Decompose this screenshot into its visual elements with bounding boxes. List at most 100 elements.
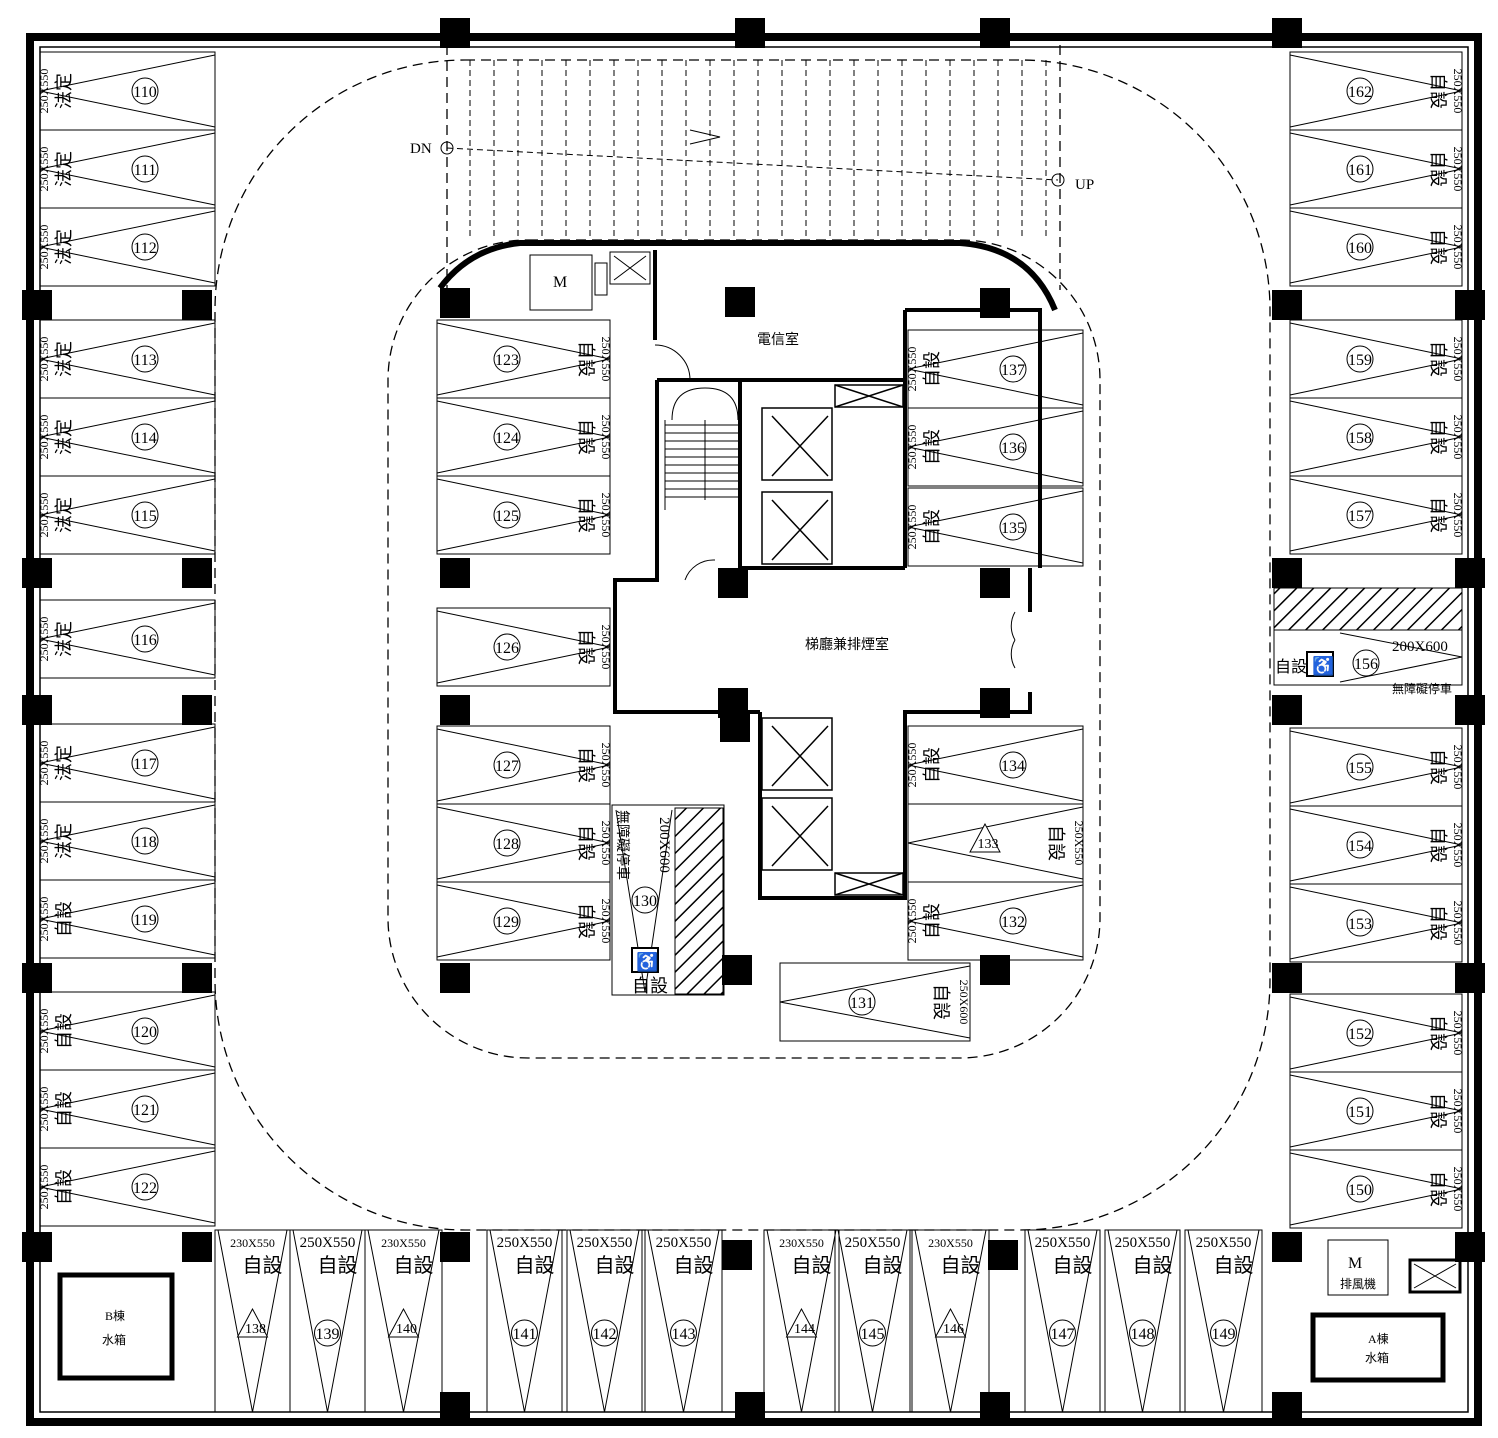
- space-arrow: [1289, 1152, 1463, 1226]
- space-type: 自設: [1428, 341, 1448, 377]
- column: [735, 1392, 765, 1422]
- space-number-circle: [1346, 1019, 1374, 1047]
- space-arrow: [39, 132, 216, 206]
- space-size: 250X550: [37, 617, 51, 662]
- space-number: 148: [1131, 1326, 1155, 1343]
- space-arrow: [1289, 996, 1463, 1070]
- ramp-centerline: [446, 147, 1059, 181]
- space-number-circle: [1352, 649, 1380, 677]
- space-arrow: [436, 806, 611, 880]
- space-type: 自設: [576, 341, 596, 377]
- water-tank-a: [1310, 1312, 1446, 1383]
- space-number-circle: [670, 1319, 697, 1347]
- space-number-circle: [131, 1017, 159, 1045]
- space-arrow: [907, 806, 1084, 880]
- column: [182, 695, 212, 725]
- space-type: 法定: [54, 621, 74, 657]
- elevator-x: [771, 499, 829, 561]
- space-type: 自設: [632, 976, 668, 996]
- space-type: 自設: [922, 509, 942, 545]
- space-type: 自設: [576, 825, 596, 861]
- space-number: 135: [1001, 520, 1025, 537]
- column: [440, 1232, 470, 1262]
- space-size: 250X550: [656, 1235, 712, 1251]
- space-number: 134: [1001, 758, 1025, 775]
- space-size: 250X550: [37, 337, 51, 382]
- telecom-room-label: 電信室: [757, 331, 799, 347]
- space-size: 230X550: [928, 1236, 973, 1250]
- space-number: 160: [1348, 240, 1372, 257]
- space-size: 250X550: [599, 625, 613, 670]
- exhaust-shaft: [1408, 1258, 1462, 1294]
- column: [1455, 290, 1485, 320]
- column: [182, 558, 212, 588]
- space-arrow: [1187, 1229, 1260, 1413]
- space-size: 250X550: [1196, 1235, 1252, 1251]
- space-type: 法定: [54, 823, 74, 859]
- space-number: 110: [133, 84, 156, 101]
- space-number-circle: [591, 1319, 618, 1347]
- space-arrow: [766, 1229, 837, 1413]
- space-arrow: [217, 1229, 288, 1413]
- space-number-circle: [493, 345, 521, 373]
- space-type: 自設: [792, 1254, 832, 1277]
- space-size: 250X550: [1451, 415, 1465, 460]
- column: [1272, 290, 1302, 320]
- space-size: 250X550: [905, 505, 919, 550]
- space-number: 131: [850, 995, 874, 1012]
- space-type: 自設: [1428, 419, 1448, 455]
- column: [22, 290, 52, 320]
- space-number: 133: [978, 837, 999, 852]
- space-number-circle: [493, 633, 521, 661]
- space-number-circle: [131, 1173, 159, 1201]
- wheelchair-glyph: ♿: [636, 951, 658, 972]
- space-arrow: [1289, 132, 1463, 206]
- space-number: 155: [1348, 760, 1372, 777]
- space-number-circle: [1346, 1175, 1374, 1203]
- space-type: 自設: [1428, 1093, 1448, 1129]
- column: [22, 963, 52, 993]
- space-number-circle: [1210, 1319, 1237, 1347]
- elevator-car: [761, 491, 833, 565]
- space-type: 法定: [54, 73, 74, 109]
- space-number: 130: [633, 893, 657, 910]
- space-type: 自設: [1428, 73, 1448, 109]
- space-number: 150: [1348, 1182, 1372, 1199]
- space-type: 自設: [54, 1091, 74, 1127]
- space-number: 115: [133, 508, 156, 525]
- space-size: 250X550: [37, 1009, 51, 1054]
- column: [22, 695, 52, 725]
- space-number-circle: [131, 155, 159, 183]
- column: [722, 1240, 752, 1270]
- space-arrow: [39, 1072, 216, 1146]
- space-size: 230X550: [381, 1236, 426, 1250]
- space-type: 自設: [1275, 658, 1307, 676]
- space-number-circle: [1346, 423, 1374, 451]
- column: [440, 1392, 470, 1422]
- elevator-x: [771, 415, 829, 477]
- space-number: 113: [133, 352, 156, 369]
- space-arrow: [39, 478, 216, 552]
- space-size: 230X550: [230, 1236, 275, 1250]
- wheelchair-icon: [631, 947, 659, 973]
- space-number-circle: [493, 829, 521, 857]
- shaft-x: [834, 384, 904, 408]
- column: [440, 288, 470, 318]
- space-number-circle: [999, 907, 1027, 935]
- water-tank-b-label-1: B棟: [105, 1308, 125, 1323]
- space-type: 自設: [1428, 827, 1448, 863]
- space-arrow: [39, 804, 216, 878]
- column: [718, 568, 748, 598]
- space-size: 250X550: [905, 425, 919, 470]
- space-type: 自設: [931, 984, 951, 1020]
- space-type: 法定: [54, 151, 74, 187]
- space-number: 151: [1348, 1104, 1372, 1121]
- space-type: 自設: [576, 747, 596, 783]
- space-number: 136: [1001, 440, 1025, 457]
- space-size: 250X550: [1451, 901, 1465, 946]
- column: [1455, 963, 1485, 993]
- space-number: 140: [396, 1322, 417, 1337]
- parking-space: [611, 804, 725, 996]
- space-size: 250X550: [599, 337, 613, 382]
